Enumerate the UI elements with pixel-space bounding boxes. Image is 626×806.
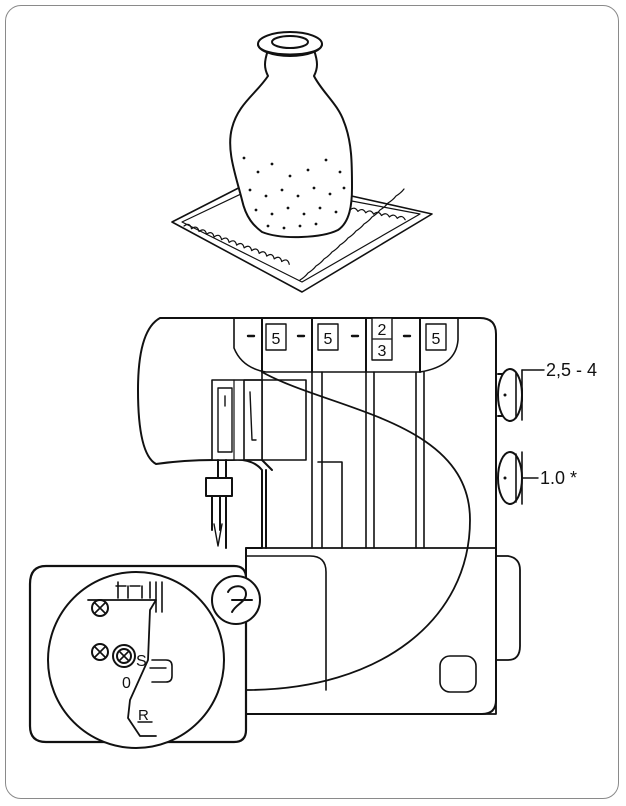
stitch-width-inset xyxy=(28,564,261,749)
labels: 5 5 2 3 5 2,5 - 4 1.0 * S 0 R xyxy=(122,322,597,724)
vase-dots xyxy=(242,156,346,230)
stitch-width-lever[interactable] xyxy=(151,659,173,683)
tension-dial-3-label-bottom: 3 xyxy=(378,343,387,360)
doily xyxy=(171,175,433,293)
screw-icon xyxy=(91,643,109,661)
differential-feed-knob-label: 1.0 * xyxy=(540,468,577,488)
tension-dial-3-label-top: 2 xyxy=(378,322,387,339)
needle-clamp xyxy=(205,379,307,549)
needle-holder xyxy=(205,477,233,497)
thread-guides xyxy=(261,371,425,549)
serger-machine xyxy=(137,317,545,715)
differential-feed-knob[interactable] xyxy=(497,451,539,505)
tension-dial-4[interactable] xyxy=(425,323,447,351)
inset-mark-s: S xyxy=(136,653,147,670)
stitch-length-knob[interactable] xyxy=(497,368,545,422)
inset-mark-r: R xyxy=(138,707,149,724)
screw-icon xyxy=(91,599,109,617)
tension-dial-1-label: 5 xyxy=(272,331,281,348)
looper-symbol-icon xyxy=(211,575,261,625)
needle-tips xyxy=(213,523,223,547)
tension-dial-4-label: 5 xyxy=(432,331,441,348)
vase-on-doily-illustration xyxy=(171,31,433,293)
inset-mark-zero: 0 xyxy=(122,675,131,692)
side-panel xyxy=(495,555,521,661)
vase xyxy=(229,31,353,239)
tension-dial-2-label: 5 xyxy=(324,331,333,348)
tension-dial-1[interactable] xyxy=(265,323,287,351)
screw-icon xyxy=(112,644,136,668)
tension-dial-2[interactable] xyxy=(317,323,339,351)
stitch-length-knob-label: 2,5 - 4 xyxy=(546,360,597,380)
cover-latch[interactable] xyxy=(439,655,477,693)
tension-dials xyxy=(246,317,447,373)
